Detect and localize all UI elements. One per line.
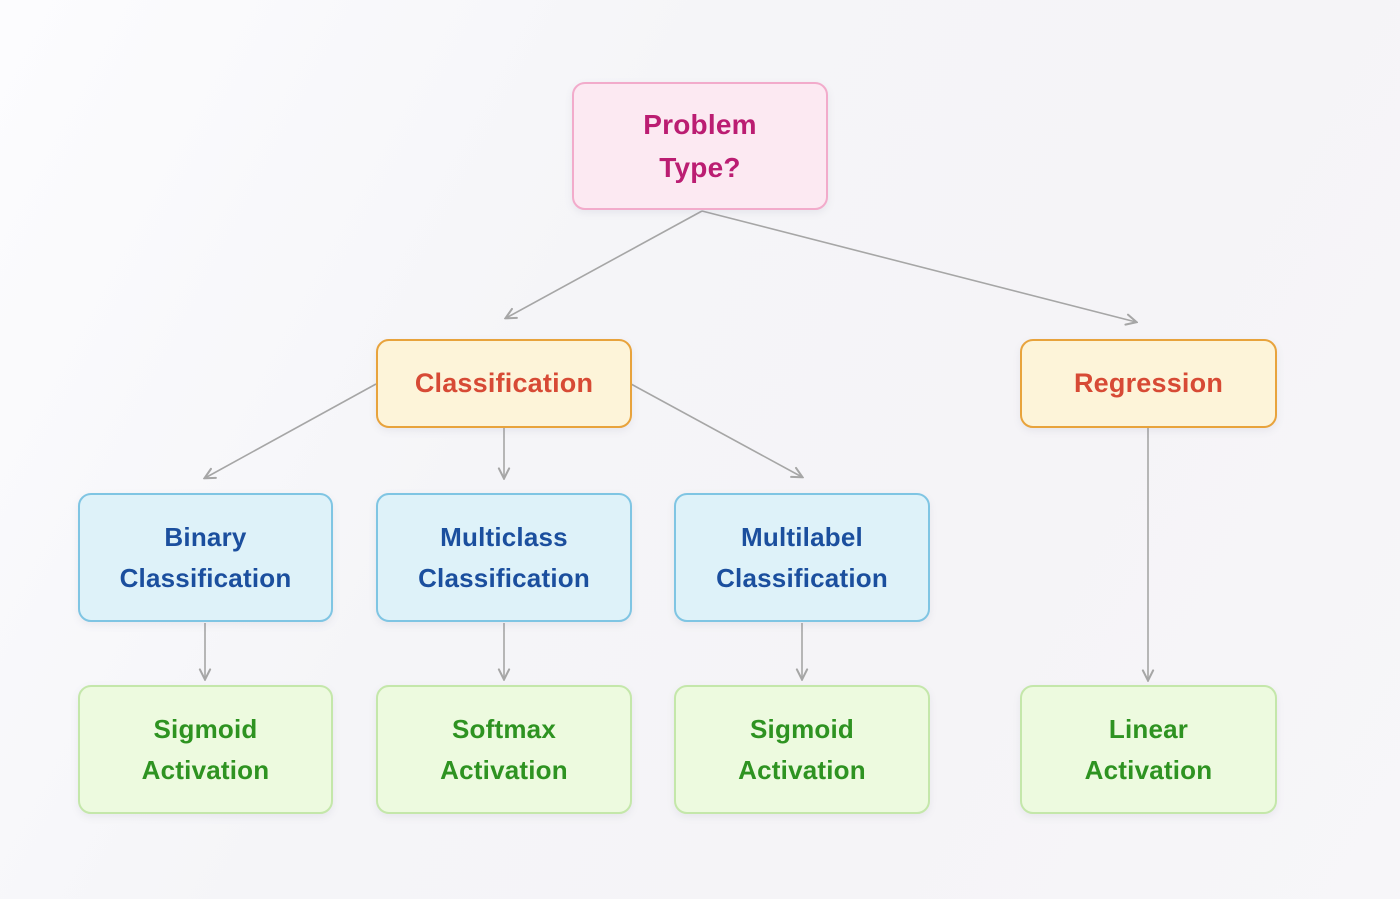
node-multiclass-classification-label: Multiclass Classification bbox=[418, 522, 590, 593]
edge-root-to-classification bbox=[506, 210, 703, 318]
node-problem-type-label: Problem Type? bbox=[643, 108, 757, 183]
edge-classification-to-binary bbox=[205, 383, 377, 478]
node-sigmoid-activation-binary-label: Sigmoid Activation bbox=[141, 714, 270, 785]
node-multilabel-classification-label: Multilabel Classification bbox=[716, 522, 888, 593]
edge-root-to-regression bbox=[701, 210, 1136, 322]
node-multiclass-classification: Multiclass Classification bbox=[376, 493, 632, 622]
node-sigmoid-activation-multilabel: Sigmoid Activation bbox=[674, 685, 930, 814]
node-sigmoid-activation-multilabel-label: Sigmoid Activation bbox=[738, 714, 866, 785]
node-linear-activation-label: Linear Activation bbox=[1084, 714, 1213, 785]
node-regression: Regression bbox=[1020, 339, 1277, 428]
node-softmax-activation-label: Softmax Activation bbox=[440, 714, 568, 785]
node-linear-activation: Linear Activation bbox=[1020, 685, 1277, 814]
node-sigmoid-activation-binary: Sigmoid Activation bbox=[78, 685, 333, 814]
node-classification-label: Classification bbox=[414, 367, 594, 398]
node-multilabel-classification: Multilabel Classification bbox=[674, 493, 930, 622]
node-classification: Classification bbox=[376, 339, 632, 428]
node-softmax-activation: Softmax Activation bbox=[376, 685, 632, 814]
edge-classification-to-multilabel bbox=[630, 383, 802, 477]
node-problem-type: Problem Type? bbox=[572, 82, 828, 210]
node-binary-classification: Binary Classification bbox=[78, 493, 333, 622]
node-binary-classification-label: Binary Classification bbox=[119, 522, 292, 593]
node-regression-label: Regression bbox=[1073, 367, 1224, 398]
